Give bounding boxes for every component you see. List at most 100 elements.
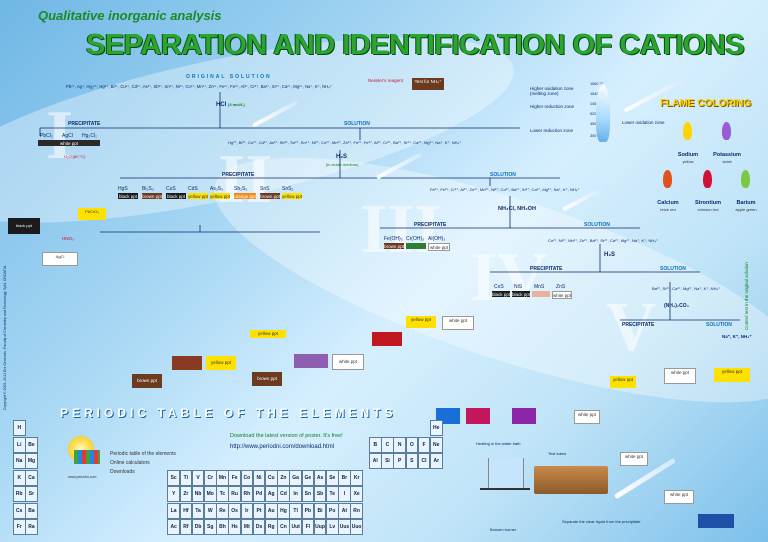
element-cell-bh: Bh — [216, 519, 229, 535]
element-cell-db: Db — [191, 519, 205, 535]
element-cell-sn: Sn — [301, 486, 315, 502]
download-url[interactable]: http://www.periodni.com/download.html — [230, 444, 335, 450]
group3-solution-header: SOLUTION — [584, 222, 610, 228]
temp-5: 350 °C — [590, 122, 602, 126]
sulfide-ppt-1: black ppt — [118, 193, 138, 199]
group2-solution-header: SOLUTION — [490, 172, 516, 178]
element-cell-n: N — [393, 436, 406, 453]
element-cell-rn: Rn — [350, 502, 363, 519]
element-cell-te: Te — [326, 486, 339, 502]
mg-blue-box — [698, 514, 734, 528]
group1-solution-header: SOLUTION — [344, 121, 370, 127]
group4-precipitate-header: PRECIPITATE — [530, 266, 563, 272]
group3-solution-list: Fe²⁺, Fe³⁺, Cr³⁺, Al³⁺, Zn²⁺, Mn²⁺, Ni²⁺… — [430, 187, 580, 192]
lab-test-tubes-label: Test tubes — [548, 451, 567, 456]
element-cell-hs: Hs — [228, 519, 241, 535]
element-cell-kr: Kr — [350, 469, 363, 486]
hno3-label: HNO₃ — [62, 236, 74, 241]
element-cell-ru: Ru — [228, 486, 241, 502]
element-cell-mn: Mn — [216, 469, 229, 486]
link-online-calculators[interactable]: Online calculators — [110, 460, 150, 466]
zone-2: Higher reduction zone — [530, 104, 575, 109]
element-cell-uuo: Uuo — [350, 519, 363, 535]
group5-solution-list: Ba²⁺, Sr²⁺, Ca²⁺, Mg²⁺, Na⁺, K⁺, NH₄⁺ — [652, 286, 721, 291]
element-cell-h: H — [13, 420, 26, 436]
hydroxide-2: Cr(OH)₃ — [406, 236, 425, 242]
element-cell-p: P — [393, 453, 406, 469]
site-url[interactable]: www.periodni.com — [68, 475, 97, 479]
element-cell-cl: Cl — [417, 453, 431, 469]
hg2-black: black ppt — [8, 218, 40, 234]
sb-orange-box — [294, 354, 328, 368]
sulfide-5: As₂S₃ — [210, 186, 224, 192]
flame-color-potassium: violet — [722, 159, 732, 164]
hydroxide-3: Al(OH)₃ — [428, 236, 446, 242]
temp-6: 300 °C — [590, 134, 602, 138]
element-cell-ge: Ge — [301, 469, 315, 486]
as-brown-box: brown ppt — [252, 372, 282, 386]
flame-label-barium: Barium — [736, 200, 756, 206]
group2-precipitate-header: PRECIPITATE — [222, 172, 255, 178]
sulfide-g4-ppt-3 — [532, 291, 550, 297]
al-white-box: white ppt — [442, 316, 474, 330]
group4-solution-header: SOLUTION — [660, 266, 686, 272]
fe-yellow-box: yellow ppt — [406, 316, 436, 328]
ni-red-box — [466, 408, 490, 424]
flame-icon-calcium — [663, 170, 672, 188]
original-cation-list: Pb²⁺, Ag⁺, Hg₂²⁺, Hg²⁺, Bi³⁺, Cu²⁺, Cd²⁺… — [66, 84, 333, 89]
element-cell-ar: Ar — [430, 453, 443, 469]
hcl-label: HCl — [216, 102, 227, 108]
flame-icon-sodium — [683, 122, 692, 140]
link-downloads[interactable]: Downloads — [110, 469, 135, 475]
element-cell-o: O — [405, 436, 419, 453]
periodic-table-title: PERIODIC TABLE OF THE ELEMENTS — [60, 406, 397, 420]
element-cell-fe: Fe — [228, 469, 241, 486]
link-periodic-table[interactable]: Periodic table of the elements — [110, 451, 176, 457]
element-cell-cn: Cn — [277, 519, 290, 535]
element-cell-tc: Tc — [216, 486, 229, 502]
tripod-stand — [480, 488, 530, 518]
flame-icon-strontium — [703, 170, 712, 188]
element-cell-ne: Ne — [430, 436, 443, 453]
group-numeral-1: I — [46, 97, 74, 174]
element-cell-bi: Bi — [313, 502, 327, 519]
original-solution-label: ORIGINAL SOLUTION — [186, 74, 272, 80]
hydroxide-ppt-2 — [406, 243, 426, 249]
hcl-note: (3 mol/L) — [228, 102, 245, 107]
element-cell-tl: Tl — [289, 502, 302, 519]
zone-4: Lower oxidation zone — [622, 120, 665, 125]
sulfide-6: Sb₂S₃ — [234, 186, 248, 192]
element-cell-xe: Xe — [350, 486, 363, 502]
element-cell-sg: Sg — [204, 519, 217, 535]
element-cell-k: K — [13, 469, 26, 486]
na-yellow-box: yellow ppt — [714, 368, 750, 382]
group1-white-ppt: white ppt — [38, 140, 100, 146]
element-cell-be: Be — [25, 436, 38, 453]
nh4cl-reagent: NH₄Cl, NH₄OH — [498, 206, 536, 212]
element-cell-hf: Hf — [179, 502, 193, 519]
element-cell-li: Li — [13, 436, 26, 453]
group6-ions: Na⁺, K⁺, NH₄⁺ — [722, 334, 752, 339]
hcl-reagent: HCl (3 mol/L) — [216, 102, 245, 108]
element-cell-ti: Ti — [179, 469, 193, 486]
element-cell-rh: Rh — [240, 486, 254, 502]
flame-label-calcium: Calcium — [657, 200, 679, 206]
element-cell-co: Co — [240, 469, 254, 486]
ba-yellow-box: yellow ppt — [610, 376, 636, 388]
group1-ppt-1: PbCl₂ — [40, 133, 53, 139]
lab-burner-label: Bunsen burner — [490, 527, 517, 532]
sulfide-ppt-6: orange ppt — [234, 193, 256, 199]
element-cell-f: F — [417, 436, 431, 453]
sulfide-g4-ppt-1: black ppt — [492, 291, 511, 297]
element-cell-at: At — [338, 502, 351, 519]
mn-violet-box — [512, 408, 536, 424]
element-cell-mg: Mg — [25, 453, 38, 469]
hot-water-note: H₂O (80 °C) — [64, 154, 86, 159]
sr-white-box: white ppt — [664, 368, 696, 384]
group4-solution-list: Co²⁺, Ni²⁺, Mn²⁺, Zn²⁺, Ba²⁺, Sr²⁺, Ca²⁺… — [548, 238, 658, 243]
page-title: SEPARATION AND IDENTIFICATION OF CATIONS — [86, 29, 745, 61]
lab-heating-label: Heating in the water bath — [476, 441, 521, 446]
copyright-text: Copyright © 2005- 2014 Eni Generalic, Fa… — [3, 265, 7, 410]
flame-icon-barium — [741, 170, 750, 188]
